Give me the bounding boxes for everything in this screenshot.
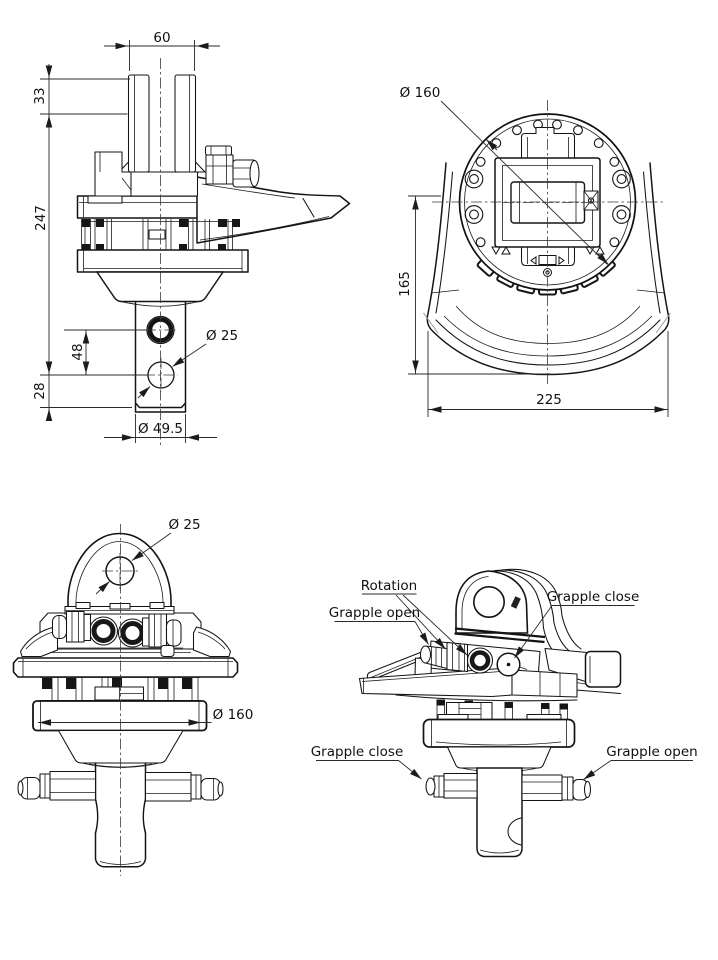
top-view-centerlines	[432, 100, 663, 385]
label-rotation: Rotation	[361, 578, 417, 594]
dim-depth: 165	[397, 271, 413, 297]
dim-overall-height: 247	[33, 205, 49, 231]
dim-pin-hole: Ø 25	[206, 328, 238, 344]
perspective-view-labels: Rotation Grapple open Grapple close Grap…	[311, 578, 698, 780]
link-front-view: Ø 25 Ø 160	[12, 517, 254, 876]
label-grapple-open-bottom: Grapple open	[606, 744, 697, 760]
label-grapple-close-top: Grapple close	[547, 589, 640, 605]
dim-hole-offset: 28	[32, 382, 48, 399]
front-view-dimensions: 60 33 247 48 28 Ø 25 Ø 49.5	[32, 30, 238, 443]
label-grapple-open-top: Grapple open	[329, 605, 420, 621]
counterbored-holes	[464, 169, 631, 224]
top-view-dimensions: Ø 160 165 225	[397, 85, 669, 417]
label-grapple-close-bottom: Grapple close	[311, 744, 404, 760]
perspective-view: Rotation Grapple open Grapple close Grap…	[311, 568, 698, 858]
front-view: 60 33 247 48 28 Ø 25 Ø 49.5	[32, 30, 351, 445]
link-front-view-dimensions: Ø 25 Ø 160	[38, 517, 254, 726]
top-view: Ø 160 165 225	[397, 85, 671, 417]
dim-clevis-height: 33	[32, 87, 48, 104]
dim-width: 225	[536, 392, 562, 408]
dim-flange-dia: Ø 160	[400, 85, 441, 101]
dim-link-hole: Ø 25	[168, 517, 200, 533]
dim-top-width: 60	[153, 30, 170, 46]
dim-hole-spacing: 48	[70, 343, 86, 360]
dim-bottom-flange-dia: Ø 160	[213, 707, 254, 723]
